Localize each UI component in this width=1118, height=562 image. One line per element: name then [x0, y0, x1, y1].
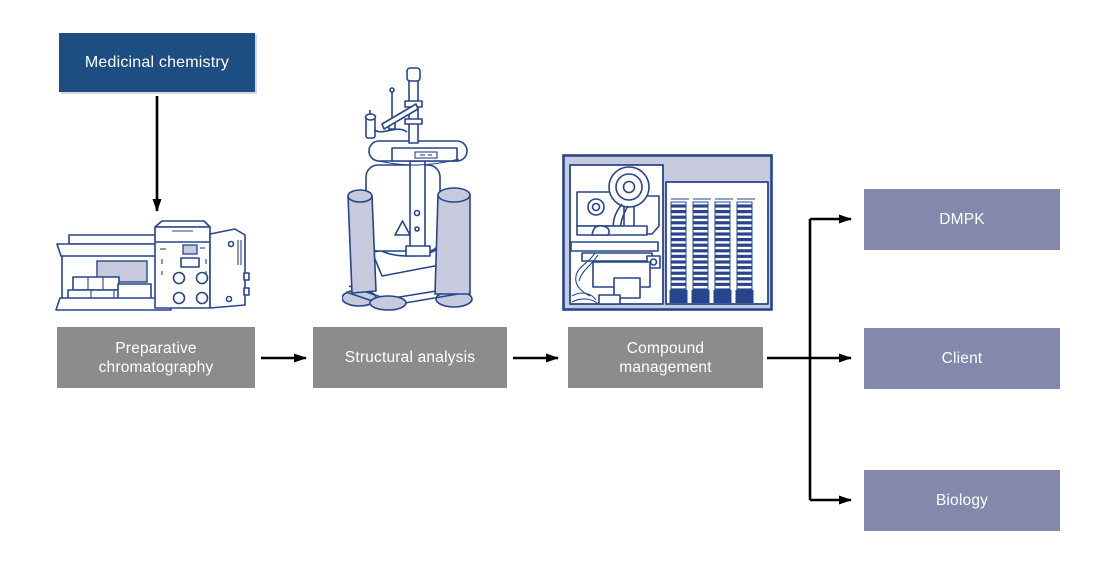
node-preparative-chromatography: Preparative chromatography [57, 327, 255, 388]
automated-compound-store-icon [562, 154, 773, 311]
node-structural-analysis: Structural analysis [313, 327, 507, 388]
node-compound-management-line1: Compound [626, 339, 705, 357]
node-dmpk-label: DMPK [939, 211, 985, 228]
node-biology: Biology [864, 470, 1060, 531]
node-client-label: Client [941, 350, 983, 367]
node-compound-management: Compound management [568, 327, 763, 388]
node-medicinal-chemistry: Medicinal chemistry [59, 33, 255, 92]
node-dmpk: DMPK [864, 189, 1060, 250]
nmr-spectrometer-icon [342, 67, 473, 311]
node-client: Client [864, 328, 1060, 389]
node-compound-management-line2: management [619, 358, 712, 376]
node-preparative-chromatography-line1: Preparative [115, 339, 197, 357]
node-biology-label: Biology [935, 492, 989, 509]
node-preparative-chromatography-line2: chromatography [98, 358, 214, 376]
preparative-hplc-instrument-icon [55, 220, 250, 311]
node-structural-analysis-label: Structural analysis [344, 349, 476, 366]
node-medicinal-chemistry-label: Medicinal chemistry [84, 54, 230, 71]
